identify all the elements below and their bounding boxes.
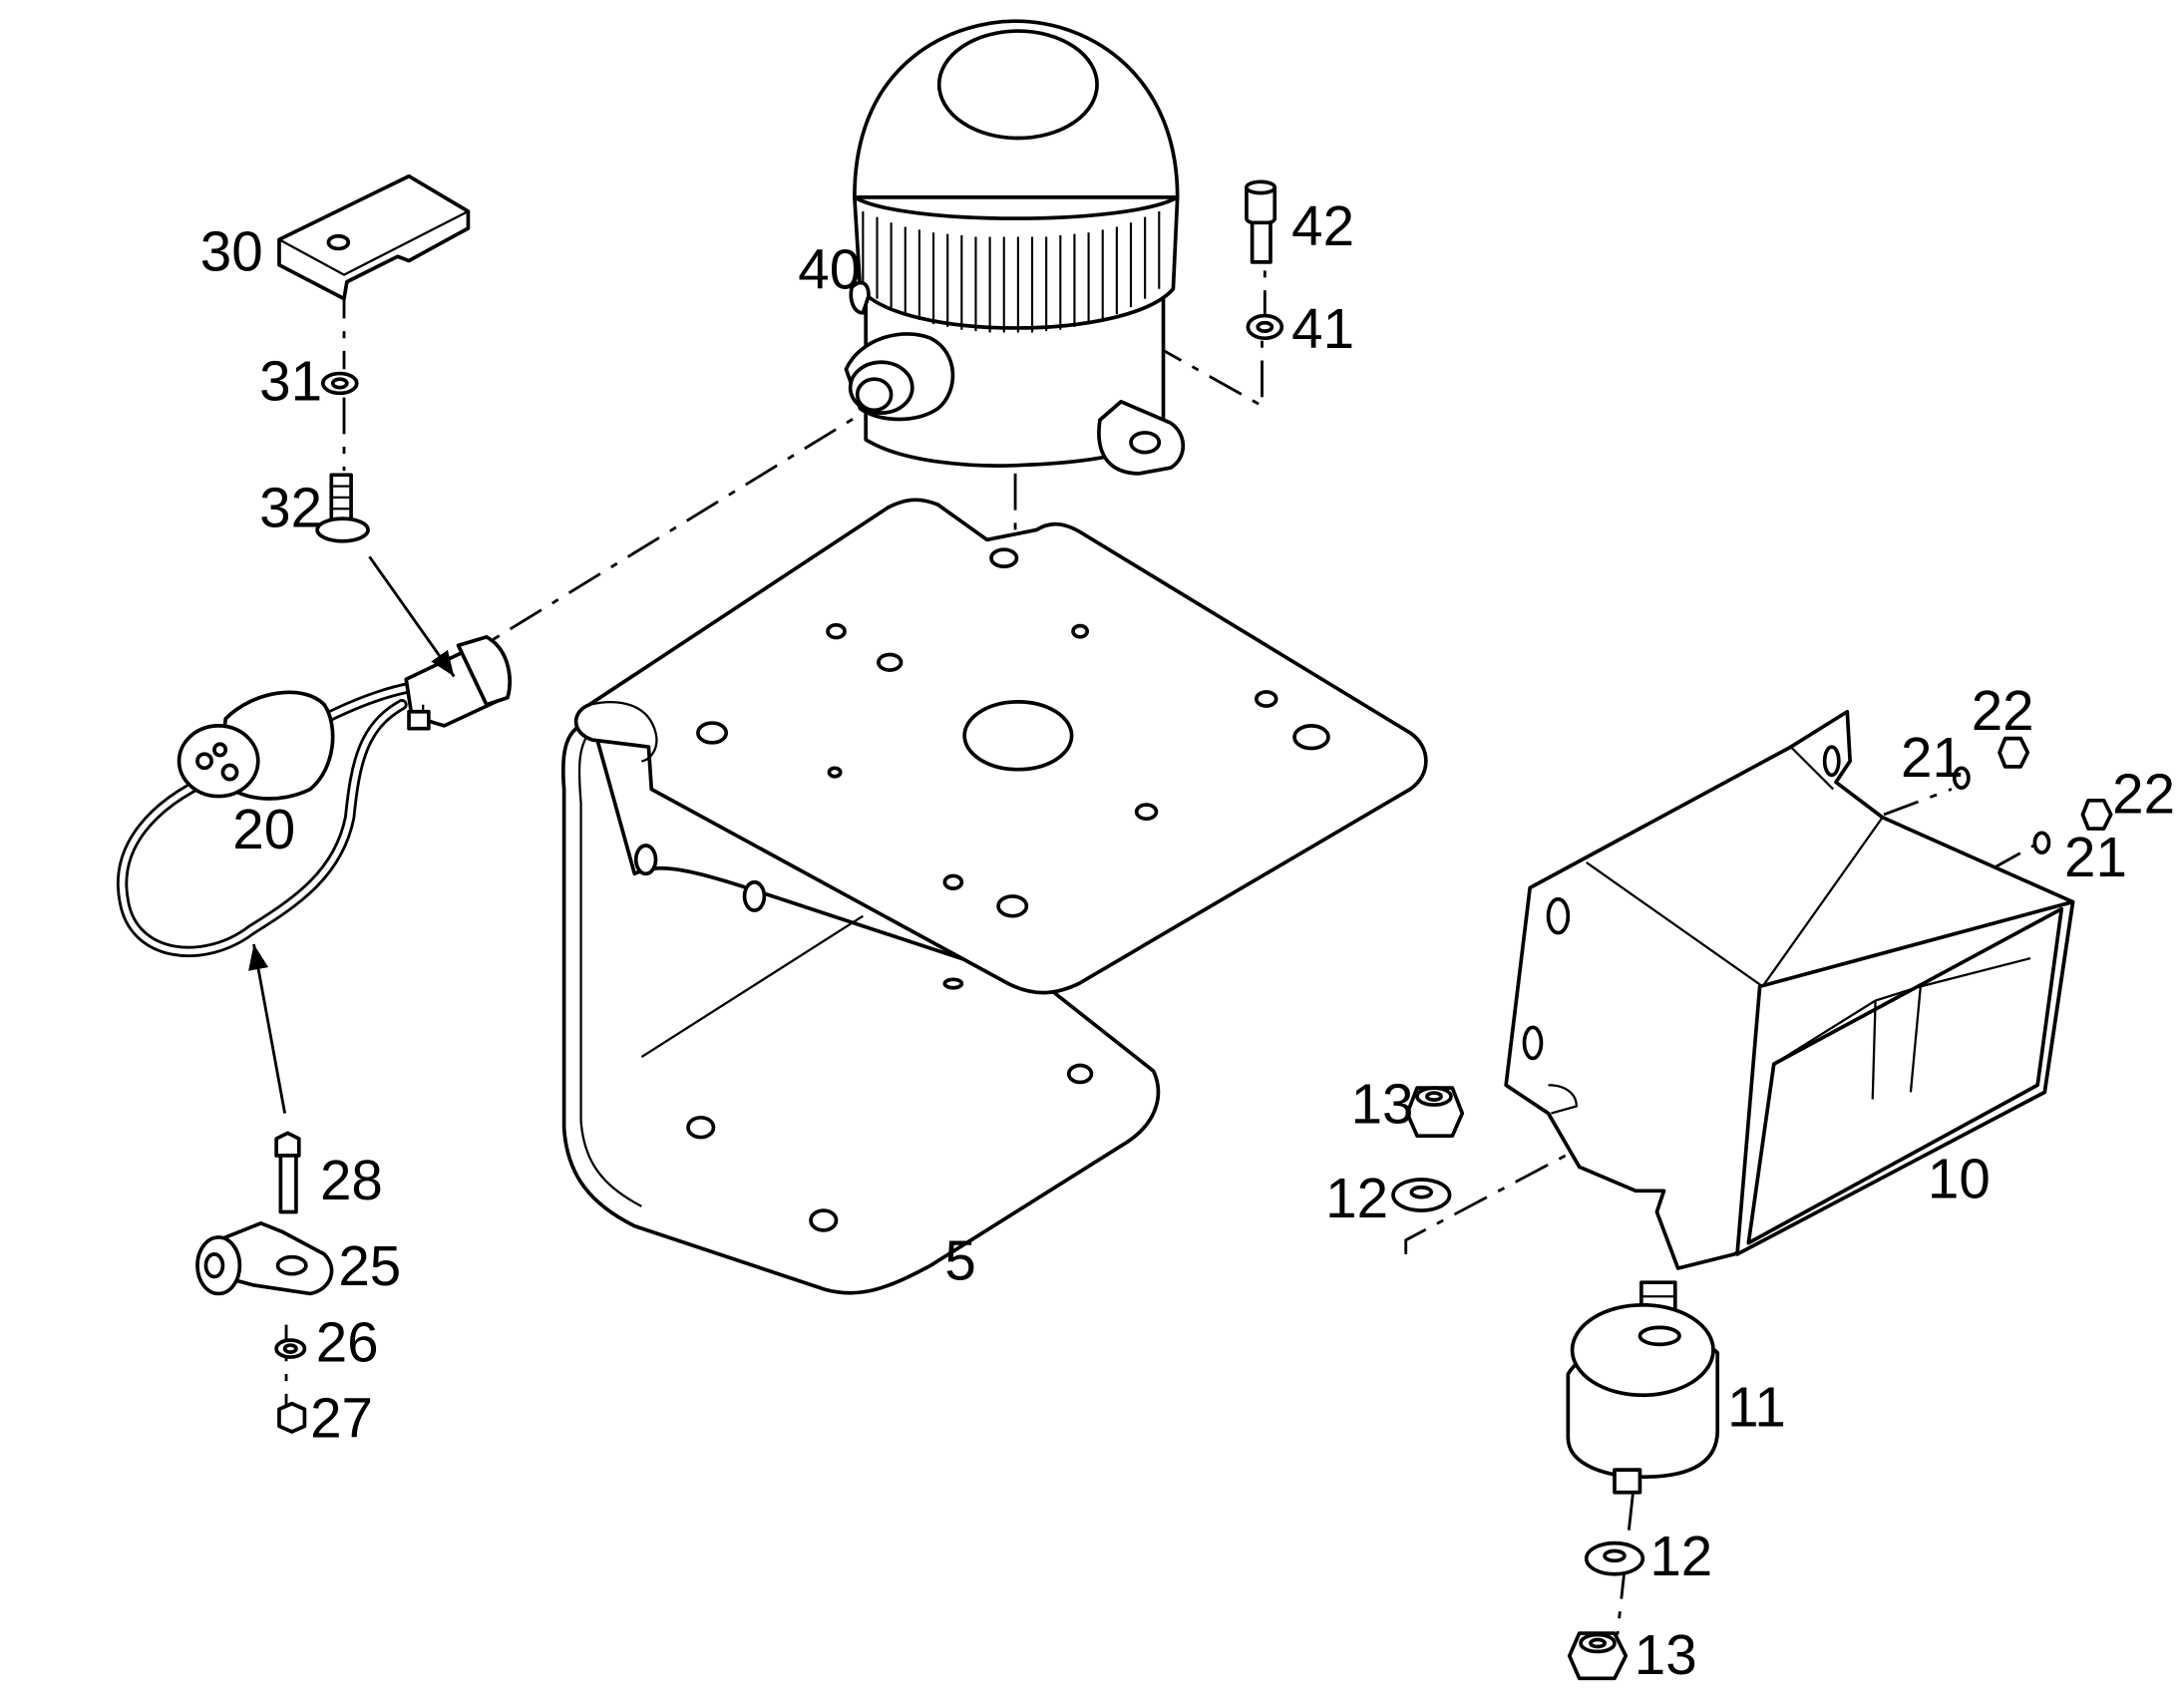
callout-20: 20 (232, 798, 295, 860)
callout-labels: 5 10 11 12 12 13 13 20 21 21 22 22 25 26… (200, 194, 2175, 1686)
washer-26 (274, 1338, 307, 1359)
callout-41: 41 (1291, 297, 1354, 360)
cable-harness (117, 635, 512, 957)
screw-32 (315, 473, 370, 543)
callout-22-lower: 22 (2112, 763, 2175, 826)
callout-5: 5 (944, 1228, 975, 1291)
callout-32: 32 (259, 477, 322, 539)
bolt-28 (274, 1131, 301, 1214)
clamp-25 (195, 1220, 334, 1296)
callout-25: 25 (338, 1234, 401, 1297)
nut-13-lower (1567, 1631, 1629, 1681)
callout-28: 28 (320, 1149, 383, 1211)
washer-31 (320, 371, 359, 396)
callout-22-upper: 22 (1972, 679, 2034, 742)
washer-12-upper (1391, 1178, 1452, 1212)
mounting-bracket (560, 498, 1428, 1295)
callout-13-lower: 13 (1635, 1623, 1697, 1686)
washer-12-lower (1584, 1540, 1645, 1576)
rubber-mount (1566, 1280, 1720, 1495)
callout-13-upper: 13 (1351, 1072, 1414, 1135)
callout-40: 40 (798, 238, 861, 301)
callout-30: 30 (200, 219, 263, 282)
callout-21-lower: 21 (2064, 826, 2127, 888)
knurled-ring (862, 211, 1161, 333)
callout-31: 31 (259, 349, 322, 412)
washer-21-lower (2032, 831, 2051, 854)
callout-26: 26 (316, 1310, 379, 1373)
callout-12-upper: 12 (1325, 1167, 1388, 1229)
nut-13-upper (1405, 1086, 1465, 1139)
callout-27: 27 (310, 1387, 373, 1450)
washer-21-upper (1952, 766, 1971, 790)
plate-30 (277, 173, 471, 301)
cap-screw-42 (1245, 179, 1277, 264)
callout-10: 10 (1928, 1147, 1991, 1209)
callout-21-upper: 21 (1901, 726, 1964, 789)
nut-27 (277, 1401, 307, 1434)
nut-22-lower (2080, 798, 2113, 831)
callout-12-lower: 12 (1649, 1525, 1712, 1587)
callout-11: 11 (1727, 1375, 1786, 1438)
beacon-light (844, 19, 1186, 476)
callout-42: 42 (1291, 194, 1354, 257)
washer-41 (1246, 313, 1284, 341)
nut-22-upper (1998, 736, 2030, 769)
horn-speaker (1504, 709, 2075, 1270)
leader-arrows (248, 555, 456, 1114)
